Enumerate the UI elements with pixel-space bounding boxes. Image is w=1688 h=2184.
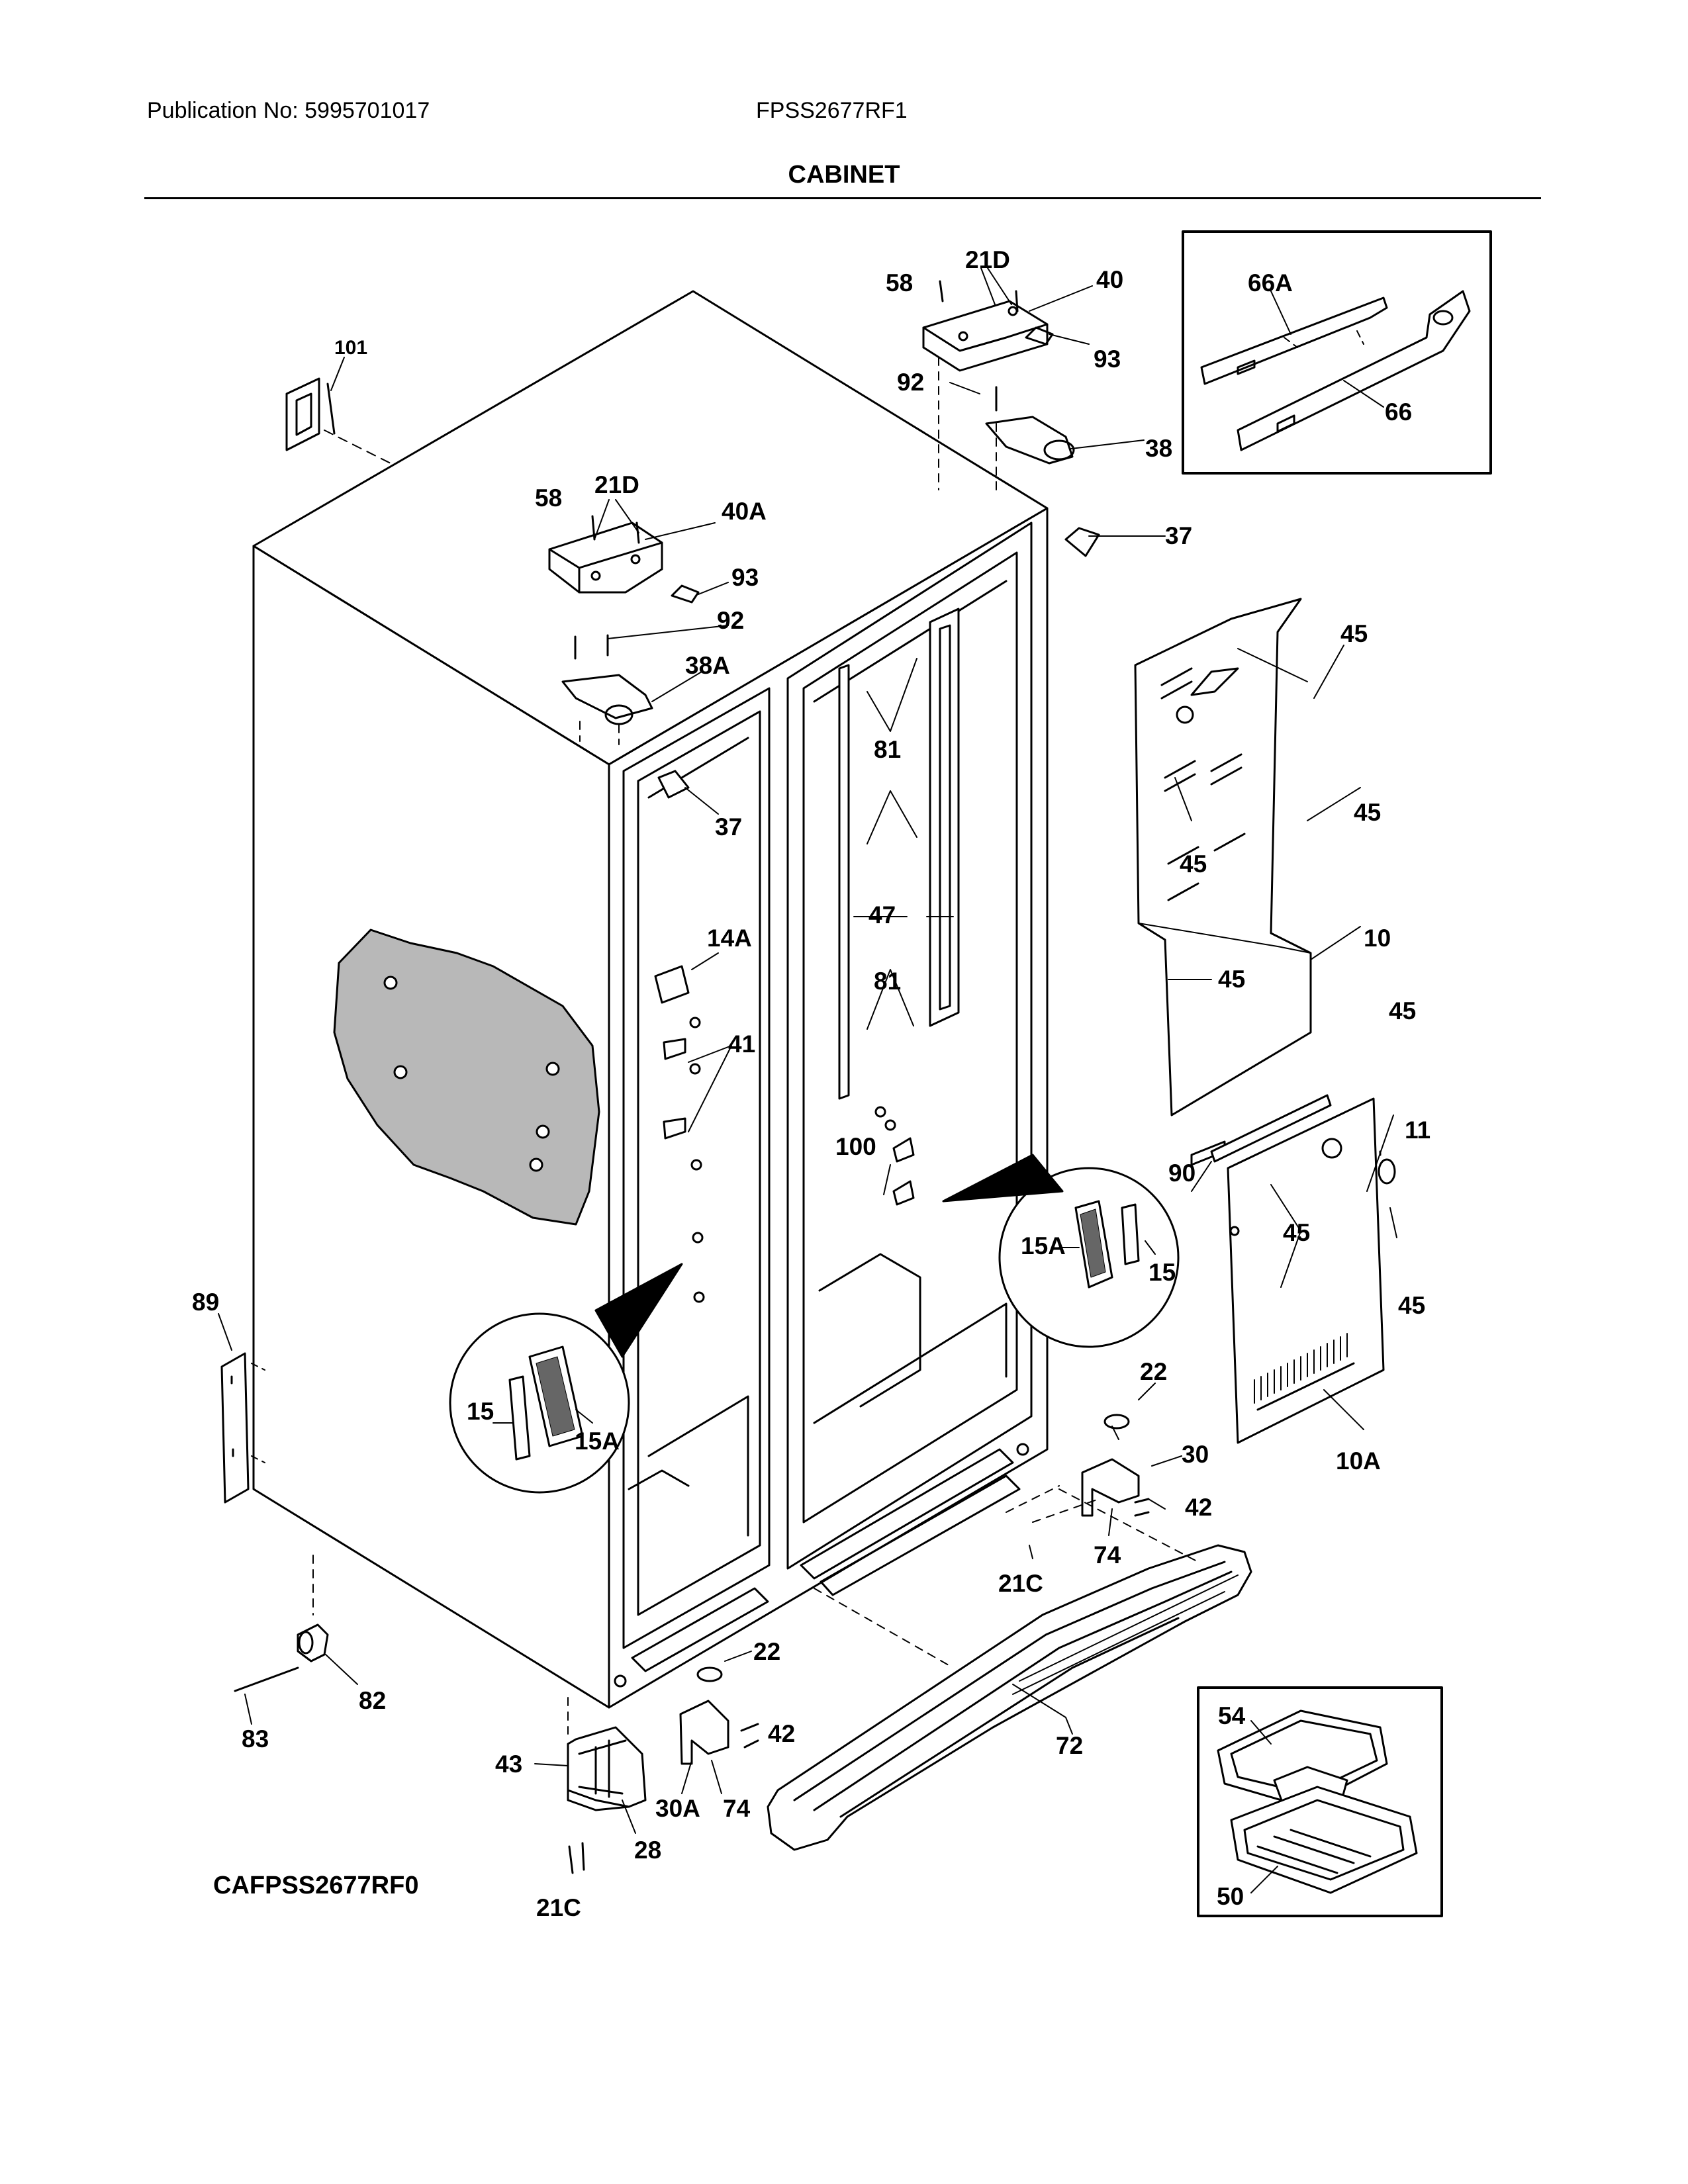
header-divider bbox=[144, 197, 1541, 199]
inset-box-icemaker bbox=[1197, 1686, 1443, 1917]
back-panel-10 bbox=[1134, 598, 1361, 1116]
callout-45: 45 bbox=[1283, 1219, 1310, 1246]
callout-labels: 101 58 21D 40 93 92 38 58 21D 40A 93 92 … bbox=[192, 246, 1430, 1921]
strip-90 bbox=[1190, 1094, 1332, 1192]
callout-45: 45 bbox=[1180, 850, 1207, 878]
callout-45: 45 bbox=[1340, 620, 1368, 647]
callout-93: 93 bbox=[1094, 345, 1121, 373]
callout-38a: 38A bbox=[685, 652, 730, 679]
roller-82 bbox=[234, 1555, 358, 1725]
callout-66: 66 bbox=[1385, 398, 1412, 426]
callout-74: 74 bbox=[723, 1795, 751, 1822]
callout-58: 58 bbox=[886, 269, 913, 296]
callout-100: 100 bbox=[835, 1133, 876, 1160]
callout-45: 45 bbox=[1218, 966, 1245, 993]
callout-92: 92 bbox=[717, 607, 744, 634]
hinge-bracket-101 bbox=[285, 357, 391, 464]
callout-81: 81 bbox=[874, 968, 901, 995]
callout-45: 45 bbox=[1389, 997, 1416, 1024]
callout-54: 54 bbox=[1218, 1702, 1246, 1729]
right-leveler-assembly bbox=[1006, 1383, 1182, 1559]
callout-41: 41 bbox=[728, 1030, 755, 1058]
door-stops-37 bbox=[657, 527, 1166, 815]
hinge-bracket-43 bbox=[534, 1697, 647, 1874]
switch-14a-and-pins-41 bbox=[654, 952, 732, 1140]
callout-47: 47 bbox=[868, 901, 896, 929]
callout-40: 40 bbox=[1096, 266, 1123, 293]
section-title: CABINET bbox=[788, 161, 900, 189]
callout-15a: 15A bbox=[1021, 1232, 1066, 1259]
publication-number: Publication No: 5995701017 bbox=[147, 98, 430, 123]
callout-30a: 30A bbox=[655, 1795, 700, 1822]
callout-28: 28 bbox=[634, 1837, 661, 1864]
callout-66a: 66A bbox=[1248, 269, 1293, 296]
callout-42: 42 bbox=[1185, 1494, 1212, 1521]
left-leveler-assembly bbox=[679, 1651, 759, 1794]
callout-82: 82 bbox=[359, 1687, 386, 1714]
callout-14a: 14A bbox=[707, 925, 752, 952]
callout-90: 90 bbox=[1168, 1160, 1196, 1187]
shelf-rails-47 bbox=[838, 608, 960, 1206]
callout-93: 93 bbox=[731, 564, 759, 591]
inset-box-66 bbox=[1182, 230, 1492, 475]
callout-22: 22 bbox=[753, 1638, 780, 1665]
callout-10: 10 bbox=[1364, 925, 1391, 952]
top-hinge-left bbox=[548, 499, 729, 745]
callout-58: 58 bbox=[535, 484, 562, 512]
top-hinge-right bbox=[922, 267, 1145, 490]
callout-15: 15 bbox=[1149, 1259, 1176, 1286]
callout-101: 101 bbox=[334, 337, 367, 359]
bracket-89 bbox=[218, 1313, 265, 1504]
callout-37: 37 bbox=[1165, 522, 1192, 549]
callout-11: 11 bbox=[1405, 1116, 1430, 1144]
callout-45: 45 bbox=[1398, 1292, 1425, 1319]
callout-45: 45 bbox=[1354, 799, 1381, 826]
callout-50: 50 bbox=[1217, 1883, 1244, 1910]
callout-72: 72 bbox=[1056, 1732, 1083, 1759]
kickplate-72 bbox=[767, 1488, 1252, 1851]
callout-89: 89 bbox=[192, 1289, 219, 1316]
callout-42: 42 bbox=[768, 1720, 795, 1747]
lower-back-panel-10a bbox=[1227, 1097, 1397, 1444]
callout-21c: 21C bbox=[998, 1570, 1043, 1597]
callout-10a: 10A bbox=[1336, 1447, 1381, 1475]
callout-43: 43 bbox=[495, 1751, 522, 1778]
diagram-code: CAFPSS2677RF0 bbox=[213, 1872, 419, 1899]
door-gasket bbox=[333, 929, 600, 1226]
callout-38: 38 bbox=[1145, 435, 1172, 462]
detail-circle-right bbox=[942, 1154, 1180, 1348]
callout-22: 22 bbox=[1140, 1358, 1167, 1385]
callout-15: 15 bbox=[467, 1398, 494, 1425]
callout-81: 81 bbox=[874, 736, 901, 763]
callout-21d: 21D bbox=[594, 471, 639, 498]
callout-21c: 21C bbox=[536, 1894, 581, 1921]
callout-92: 92 bbox=[897, 369, 924, 396]
callout-30: 30 bbox=[1182, 1441, 1209, 1468]
callout-74: 74 bbox=[1094, 1541, 1121, 1569]
model-number: FPSS2677RF1 bbox=[756, 98, 908, 123]
detail-circle-left bbox=[449, 1263, 683, 1494]
callout-40a: 40A bbox=[722, 498, 767, 525]
callout-21d: 21D bbox=[965, 246, 1010, 273]
callout-15a: 15A bbox=[575, 1428, 620, 1455]
callout-37: 37 bbox=[715, 813, 742, 841]
callout-83: 83 bbox=[242, 1725, 269, 1752]
